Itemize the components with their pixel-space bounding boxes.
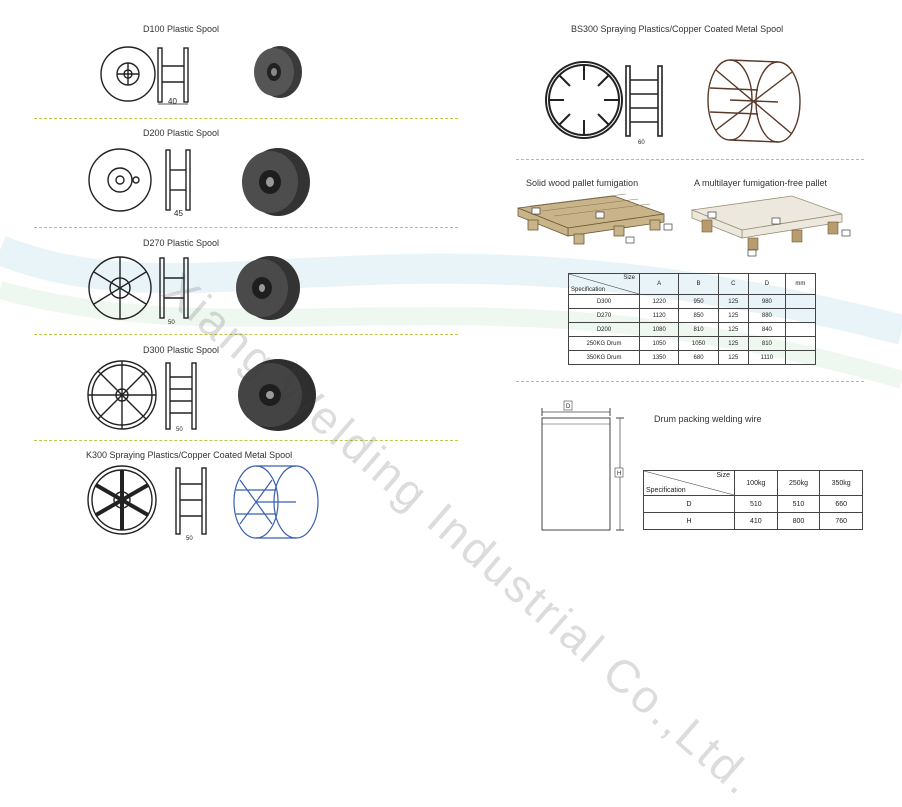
table-cell: 800 [776,512,821,530]
table-cell [784,294,817,309]
d300-title: D300 Plastic Spool [143,345,220,355]
table-cell: 1220 [638,294,680,309]
table-cell: 125 [717,308,749,323]
column-header: C [717,273,749,295]
table-cell: 810 [747,336,786,351]
multilayer-pallet-title: A multilayer fumigation-free pallet [694,178,828,188]
table-cell: 1050 [638,336,680,351]
table-cell: 1080 [638,322,680,337]
table-cell: 660 [819,495,863,513]
table-cell: 410 [734,512,778,530]
table-cell: 125 [717,336,749,351]
d200-dim-w: 45 [174,209,183,218]
table-row: 350KG Drum 1350 680 125 1110 [568,350,817,365]
table-cell: 510 [776,495,821,513]
drum-label-d: D [566,404,571,410]
table-cell [784,336,817,351]
column-header: D [747,273,786,295]
table-cell: 840 [747,322,786,337]
table-corner-cell: Size Specification [568,273,640,295]
specification-label: Specification [646,487,686,494]
bs300-dim-w: 60 [638,140,645,146]
table-cell: D300 [568,294,640,309]
table-cell: 1350 [638,350,680,365]
column-header: B [678,273,719,295]
table-cell [784,308,817,323]
drum-label-h: H [617,471,621,477]
table-row: D200 1080 810 125 840 [568,322,817,337]
divider [34,118,458,119]
d270-dim-w: 50 [168,320,175,326]
divider [34,334,458,335]
table-row: 250KG Drum 1050 1050 125 810 [568,336,817,351]
table-corner-cell: Size Specification [643,470,735,496]
d300-dim-w: 50 [176,427,183,433]
table-cell: 510 [734,495,778,513]
table-cell: 1050 [678,336,719,351]
table-row: D270 1120 850 125 880 [568,308,817,323]
table-cell: 680 [678,350,719,365]
solid-pallet-title: Solid wood pallet fumigation [526,178,639,188]
column-header: A [638,273,680,295]
column-header: 350kg [819,470,863,496]
table-cell: D270 [568,308,640,323]
d270-title: D270 Plastic Spool [143,238,220,248]
table-cell: 1110 [747,350,786,365]
table-row: D300 1220 950 125 980 [568,294,817,309]
d100-title: D100 Plastic Spool [143,24,220,34]
table-cell: 350KG Drum [568,350,640,365]
pallet-spec-table: Size Specification A B C D mm D300 1220 … [568,273,817,365]
solid-wood-pallet-drawing [517,193,673,245]
table-cell: 850 [678,308,719,323]
d270-spool-drawing: 50 [88,256,300,326]
table-cell: D200 [568,322,640,337]
column-header: 250kg [776,470,821,496]
table-cell: 810 [678,322,719,337]
table-cell: 250KG Drum [568,336,640,351]
drum-spec-table: Size Specification 100kg 250kg 350kg D 5… [643,470,863,530]
d100-dim-w: 40 [168,97,177,106]
table-cell: 125 [717,350,749,365]
divider [516,159,864,160]
brochure-page: { "left": { "d100": {"title": "D100 Plas… [0,24,902,806]
k300-dim-w: 50 [186,536,193,542]
size-label: Size [623,275,635,281]
k300-title: K300 Spraying Plastics/Copper Coated Met… [86,450,293,460]
table-cell [784,350,817,365]
d100-spool-drawing: 40 [100,46,302,106]
table-cell: 1120 [638,308,680,323]
size-label: Size [716,472,730,479]
table-row: H 410 800 760 [643,512,863,530]
table-cell: 980 [747,294,786,309]
drum-drawing: D H [541,400,624,531]
d200-spool-drawing: 45 [88,148,310,218]
table-cell: H [643,512,735,530]
divider [516,381,864,382]
table-cell: 760 [819,512,863,530]
table-cell [784,322,817,337]
table-cell: D [643,495,735,513]
table-row: D 510 510 660 [643,495,863,513]
bs300-spool-drawing: 60 [545,59,801,146]
divider [34,440,458,441]
divider [34,227,458,228]
table-cell: 125 [717,322,749,337]
table-cell: 125 [717,294,749,309]
d200-title: D200 Plastic Spool [143,128,220,138]
column-header: 100kg [734,470,778,496]
d300-spool-drawing: 50 [87,359,316,433]
multilayer-pallet-drawing [690,195,851,257]
bs300-title: BS300 Spraying Plastics/Copper Coated Me… [571,24,784,34]
specification-label: Specification [571,287,606,293]
table-cell: 880 [747,308,786,323]
drum-title: Drum packing welding wire [654,414,762,424]
k300-spool-drawing: 50 [87,465,319,542]
table-cell: 950 [678,294,719,309]
column-header: mm [784,273,817,295]
